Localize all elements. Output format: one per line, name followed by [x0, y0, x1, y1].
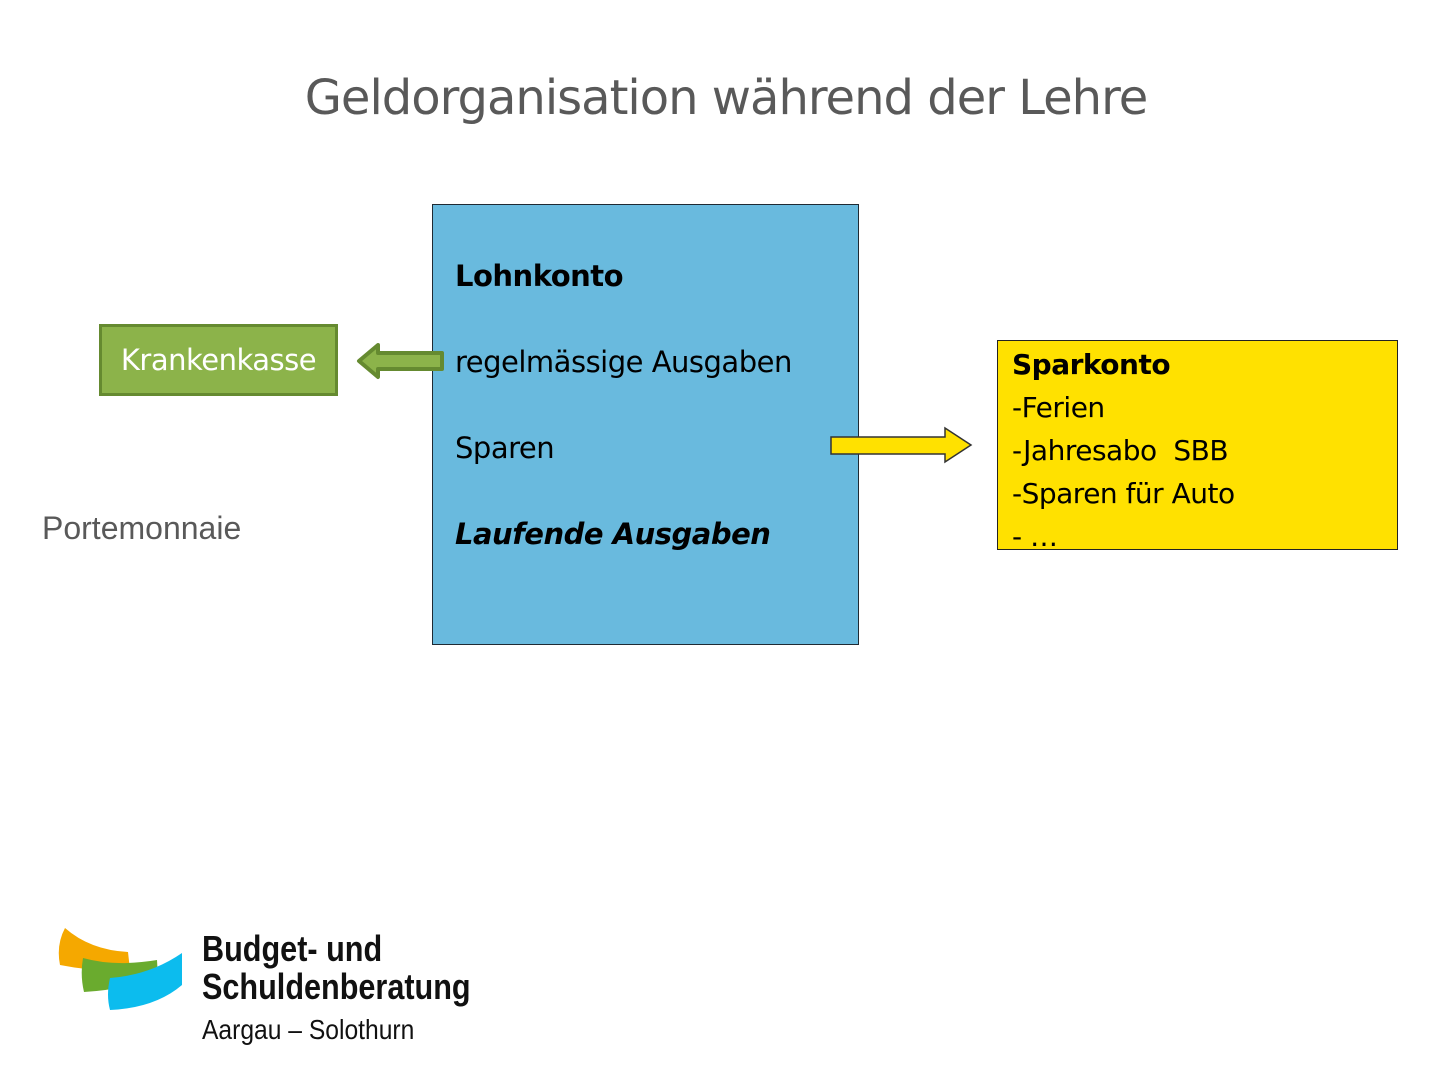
sparkonto-item: -Sparen für Auto — [1012, 477, 1235, 510]
sparkonto-heading: Sparkonto — [1012, 348, 1171, 381]
sparkonto-box: Sparkonto -Ferien -Jahresabo SBB -Sparen… — [997, 340, 1398, 553]
logo-text: Budget- und Schuldenberatung — [202, 930, 471, 1006]
arrow-left-icon — [357, 343, 444, 379]
lohnkonto-box: Lohnkonto regelmässige Ausgaben Sparen L… — [432, 204, 859, 645]
logo-mark-icon — [58, 928, 182, 1010]
logo-line: Schuldenberatung — [202, 966, 471, 1007]
portemonnaie-label: Portemonnaie — [42, 510, 242, 546]
sparkonto-item: - … — [1012, 520, 1058, 553]
sparkonto-item: -Ferien — [1012, 391, 1105, 424]
lohnkonto-item: regelmässige Ausgaben — [455, 345, 792, 379]
arrow-right-icon — [830, 426, 973, 464]
lohnkonto-item: Laufende Ausgaben — [455, 517, 771, 551]
sparkonto-item: -Jahresabo SBB — [1012, 434, 1229, 467]
lohnkonto-item: Sparen — [455, 431, 555, 465]
lohnkonto-heading: Lohnkonto — [455, 259, 624, 293]
logo-line: Budget- und — [202, 928, 383, 969]
logo-subtitle: Aargau – Solothurn — [202, 1014, 415, 1045]
slide-title: Geldorganisation während der Lehre — [304, 70, 1149, 126]
krankenkasse-box: Krankenkasse — [99, 324, 338, 396]
